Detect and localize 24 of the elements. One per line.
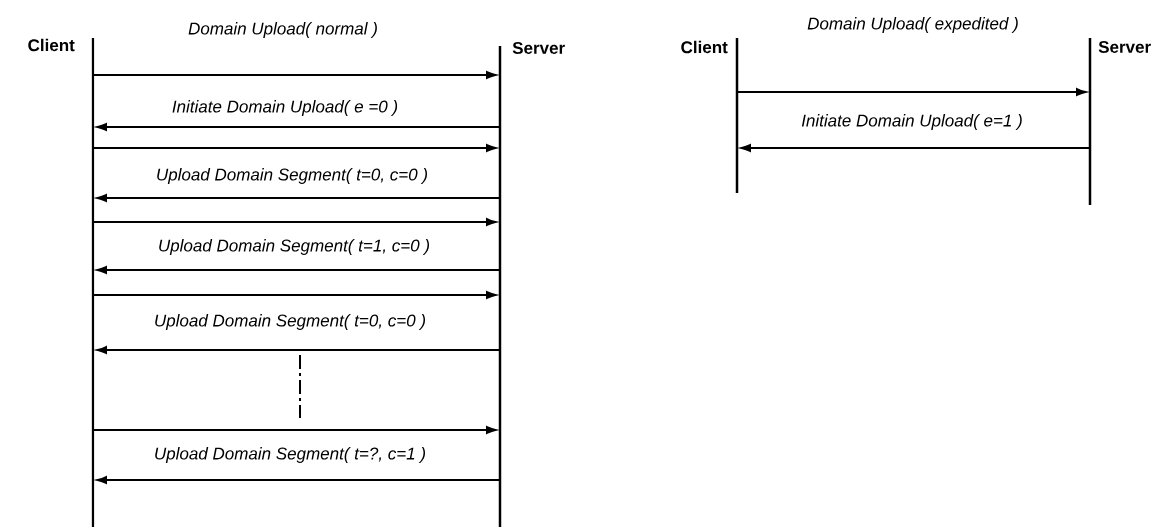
message-label: Domain Upload( expedited ): [806, 16, 1020, 34]
message-label: Upload Domain Segment( t=?, c=1 ): [152, 446, 428, 464]
message-label: Domain Upload( normal ): [187, 21, 379, 39]
message-label: Initiate Domain Upload( e =0 ): [170, 99, 400, 117]
arrow: [92, 144, 497, 152]
arrow: [96, 346, 501, 354]
arrow: [96, 194, 501, 202]
message-label: Upload Domain Segment( t=0, c=0 ): [154, 167, 430, 185]
arrow: [740, 144, 1091, 152]
arrow: [96, 476, 501, 484]
message-label: Initiate Domain Upload( e=1 ): [800, 113, 1024, 131]
lifeline-heading: Server: [512, 42, 565, 54]
arrow: [92, 218, 497, 226]
arrow: [736, 88, 1087, 96]
arrow: [92, 71, 497, 79]
lifeline-heading: Client: [681, 40, 728, 54]
lifeline-heading: Client: [28, 38, 75, 52]
message-label: Upload Domain Segment( t=0, c=0 ): [152, 313, 428, 331]
arrow: [96, 123, 501, 131]
message-label: Upload Domain Segment( t=1, c=0 ): [156, 238, 432, 256]
arrow: [92, 426, 497, 434]
arrow: [92, 291, 497, 299]
lifeline-heading: Server: [1098, 41, 1151, 53]
arrow: [96, 266, 501, 274]
